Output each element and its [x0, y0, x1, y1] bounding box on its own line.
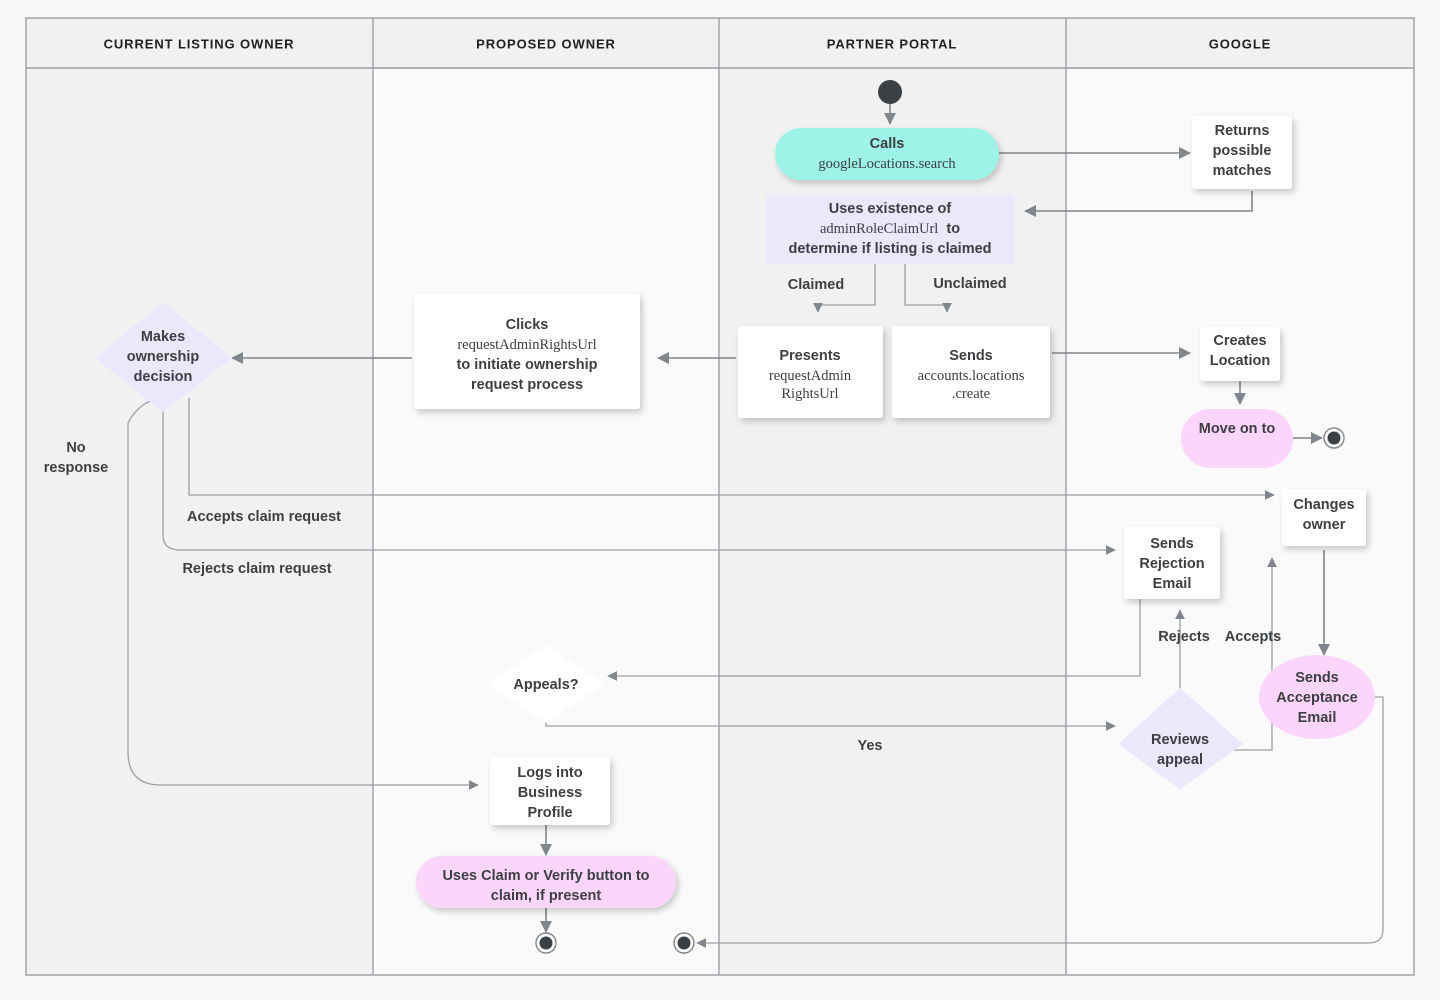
- node-uses-claim-or-verify-button[interactable]: Uses Claim or Verify button to claim, if…: [416, 856, 676, 908]
- edge-label-rejects-claim-request: Rejects claim request: [182, 561, 331, 577]
- node-clicks-line3: to initiate ownership: [457, 357, 598, 373]
- edge-label-yes: Yes: [858, 738, 883, 754]
- node-claimverify-line1: Uses Claim or Verify button to: [442, 868, 649, 884]
- node-rejection-line2: Rejection: [1139, 556, 1204, 572]
- edge-label-rejects: Rejects: [1158, 629, 1210, 645]
- node-creates-location[interactable]: Creates Location: [1200, 327, 1280, 381]
- lane-header-row: CURRENT LISTING OWNER PROPOSED OWNER PAR…: [104, 36, 1271, 51]
- edge-decision-no-response: [127, 397, 479, 790]
- node-calls-line2: googleLocations.search: [818, 156, 956, 172]
- node-returns-line2: possible: [1213, 143, 1272, 159]
- node-acceptance-line3: Email: [1298, 710, 1337, 726]
- node-sends-acceptance-email[interactable]: Sends Acceptance Email: [1259, 655, 1375, 739]
- edge-labels: Claimed Unclaimed No response Accepts cl…: [44, 276, 1281, 754]
- edge-rejects-claim: [162, 400, 1116, 555]
- node-presents-requestadminrightsurl[interactable]: Presents requestAdmin RightsUrl: [738, 326, 883, 418]
- edge-label-accepts-claim-request: Accepts claim request: [187, 509, 341, 525]
- edge-uses-to-sends-create: [904, 264, 952, 313]
- edge-reviews-accepts: [1225, 557, 1277, 751]
- edge-returns-to-uses: [1024, 191, 1253, 217]
- lane-dividers: [25, 17, 1415, 976]
- node-moveon-label: Move on to: [1199, 421, 1276, 437]
- node-decision-line3: decision: [134, 369, 193, 385]
- node-uses-line1: Uses existence of: [829, 201, 952, 217]
- node-acceptance-line1: Sends: [1295, 670, 1339, 686]
- edge-label-unclaimed: Unclaimed: [933, 276, 1006, 292]
- node-changesowner-line2: owner: [1303, 517, 1346, 533]
- node-start-circle: [878, 80, 902, 104]
- node-changesowner-line1: Changes: [1293, 497, 1354, 513]
- node-appeals-decision[interactable]: Appeals?: [489, 645, 604, 723]
- lane-header-google: GOOGLE: [1209, 36, 1271, 51]
- node-presents-line3: RightsUrl: [781, 386, 838, 402]
- lane-header-current-listing-owner: CURRENT LISTING OWNER: [104, 36, 295, 51]
- edge-label-no-response-line1: No: [66, 440, 85, 456]
- node-calls-googlelocations-search[interactable]: Calls googleLocations.search: [775, 128, 999, 180]
- node-calls-line1: Calls: [870, 136, 905, 152]
- node-returns-line3: matches: [1213, 163, 1272, 179]
- node-uses-line3: determine if listing is claimed: [788, 241, 991, 257]
- edge-accepts-claim: [188, 398, 1275, 500]
- edge-label-accepts: Accepts: [1225, 629, 1281, 645]
- node-acceptance-line2: Acceptance: [1276, 690, 1357, 706]
- node-sendscreate-line3: .create: [952, 386, 990, 402]
- node-claimverify-line2: claim, if present: [491, 888, 602, 904]
- node-uses-existence-adminroleclaimurl[interactable]: Uses existence of adminRoleClaimUrl to d…: [766, 195, 1015, 264]
- node-sendscreate-line1: Sends: [949, 348, 993, 364]
- node-clicks-line1: Clicks: [506, 317, 549, 333]
- node-changes-owner[interactable]: Changes owner: [1282, 489, 1366, 546]
- node-createsloc-line2: Location: [1210, 353, 1270, 369]
- node-logsinto-line1: Logs into: [517, 765, 582, 781]
- node-end-proposed-owner: [535, 932, 557, 954]
- edge-rejection-to-appeals: [607, 599, 1141, 681]
- node-reviews-line2: appeal: [1157, 752, 1203, 768]
- node-makes-ownership-decision[interactable]: Makes ownership decision: [95, 302, 232, 412]
- node-sends-accounts-locations-create[interactable]: Sends accounts.locations .create: [892, 326, 1050, 418]
- node-decision-line2: ownership: [127, 349, 200, 365]
- edge-label-claimed: Claimed: [788, 277, 844, 293]
- node-rejection-line3: Email: [1153, 576, 1192, 592]
- node-clicks-requestadminrightsurl[interactable]: Clicks requestAdminRightsUrl to initiate…: [414, 294, 640, 409]
- node-appeals-label: Appeals?: [513, 677, 578, 693]
- node-end-google: [1323, 427, 1345, 449]
- connectors: [127, 102, 1384, 948]
- node-logs-into-business-profile[interactable]: Logs into Business Profile: [490, 757, 610, 825]
- node-rejection-line1: Sends: [1150, 536, 1194, 552]
- node-returns-line1: Returns: [1215, 123, 1270, 139]
- node-clicks-line4: request process: [471, 377, 583, 393]
- node-logsinto-line2: Business: [518, 785, 582, 801]
- node-move-on-to[interactable]: Move on to: [1181, 409, 1293, 468]
- node-presents-line1: Presents: [779, 348, 840, 364]
- node-end-partner-portal: [673, 932, 695, 954]
- node-reviews-line1: Reviews: [1151, 732, 1209, 748]
- lane-header-partner-portal: PARTNER PORTAL: [827, 36, 958, 51]
- node-uses-line2: adminRoleClaimUrl to: [820, 221, 960, 237]
- node-presents-line2: requestAdmin: [769, 368, 852, 384]
- node-decision-line1: Makes: [141, 329, 185, 345]
- lane-header-proposed-owner: PROPOSED OWNER: [476, 36, 616, 51]
- node-returns-possible-matches[interactable]: Returns possible matches: [1192, 116, 1292, 189]
- node-reviews-appeal[interactable]: Reviews appeal: [1118, 688, 1243, 789]
- node-clicks-line2: requestAdminRightsUrl: [457, 337, 596, 353]
- node-logsinto-line3: Profile: [527, 805, 572, 821]
- node-createsloc-line1: Creates: [1213, 333, 1266, 349]
- node-sends-rejection-email[interactable]: Sends Rejection Email: [1124, 527, 1220, 599]
- edge-label-no-response-line2: response: [44, 460, 108, 476]
- edge-acceptance-to-end: [696, 696, 1384, 948]
- node-sendscreate-line2: accounts.locations: [918, 368, 1025, 384]
- edge-uses-to-presents: [813, 264, 876, 313]
